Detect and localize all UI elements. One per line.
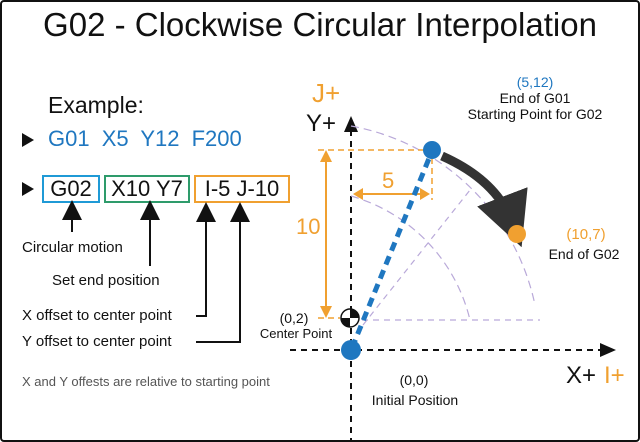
y-plus-label: Y+ [306, 110, 337, 137]
horizontal-dim-arrow-right [420, 188, 430, 200]
end-point-coord: (10,7) [566, 226, 606, 243]
end-point-label: (10,7) [548, 226, 624, 243]
inner-guide-arc [350, 195, 471, 321]
end-point-marker [508, 225, 526, 243]
play-icon [22, 133, 34, 147]
center-point-coord: (0,2) [279, 310, 309, 326]
circular-motion-label: Circular motion [22, 239, 123, 256]
g02-arc-path [440, 151, 528, 248]
vertical-dimension-value: 10 [296, 214, 321, 239]
x-plus-label: X+ [566, 362, 597, 389]
vertical-dim-arrow-bottom [320, 306, 332, 318]
outer-guide-arc [350, 125, 536, 306]
start-point-marker [423, 141, 441, 159]
start-point-label: (5,12) End of G01 Starting Point for G02 [440, 74, 630, 122]
x-axis-arrowhead [600, 343, 616, 357]
horizontal-dim-arrow-left [353, 188, 363, 200]
y-axis-arrowhead [344, 116, 358, 132]
i-plus-label: I+ [604, 362, 625, 389]
set-end-label: Set end position [52, 272, 160, 289]
center-point-marker [340, 308, 360, 328]
guide-arcs [350, 125, 540, 326]
j-plus-label: J+ [312, 78, 341, 108]
x-offset-arrow [196, 202, 216, 317]
y-offset-label: Y offset to center point [22, 333, 172, 350]
y-offset-arrow [196, 202, 250, 343]
g01-path [349, 155, 433, 349]
origin-coord: (0,0) [399, 372, 429, 388]
start-point-coord: (5,12) [516, 74, 554, 90]
radius-guide-line [362, 189, 471, 326]
g01-code-line: G01 X5 Y12 F200 [48, 126, 242, 151]
page-title: G02 - Clockwise Circular Interpolation [43, 6, 597, 43]
horizontal-dimension-value: 5 [382, 168, 395, 193]
origin-marker [341, 340, 361, 360]
start-point-line2: Starting Point for G02 [467, 106, 603, 122]
x-offset-label: X offset to center point [22, 307, 172, 324]
dimensions [318, 149, 433, 319]
play-icon [22, 182, 34, 196]
end-point-caption: End of G02 [548, 246, 620, 262]
annotation-arrows [62, 200, 250, 343]
center-point-caption: Center Point [259, 326, 333, 341]
example-label: Example: [48, 92, 144, 118]
start-point-line1: End of G01 [499, 90, 571, 106]
axes [290, 116, 616, 440]
origin-caption: Initial Position [371, 392, 459, 408]
vertical-dim-arrow-top [320, 150, 332, 162]
offset-note: X and Y offests are relative to starting… [22, 374, 270, 389]
